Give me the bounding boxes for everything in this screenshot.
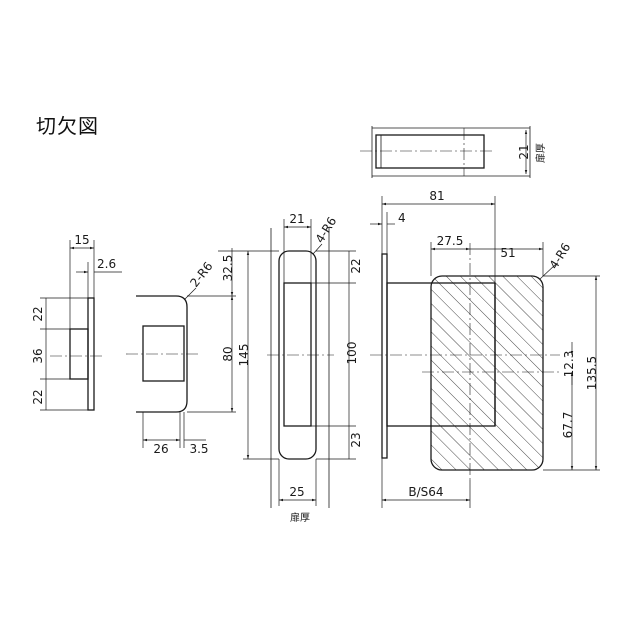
radius-2-r6: 2-R6	[187, 259, 215, 290]
dim-backset: B/S64	[408, 485, 443, 499]
dim-80: 80	[221, 346, 235, 361]
dim-22-lower: 22	[31, 389, 45, 404]
dim-15: 15	[74, 233, 89, 247]
dim-21-top: 21	[517, 144, 531, 159]
view-side-plate: 15 2.6 22 36 22	[31, 233, 122, 411]
dim-26: 26	[153, 442, 168, 456]
door-thickness-label: 扉厚	[290, 511, 310, 524]
dim-2-6: 2.6	[97, 257, 116, 271]
radius-4-r6-b: 4-R6	[547, 240, 574, 271]
dim-32-5: 32.5	[221, 255, 235, 282]
radius-4-r6-a: 4-R6	[313, 214, 340, 245]
dim-67-7: 67.7	[561, 412, 575, 439]
dim-4: 4	[398, 211, 406, 225]
dim-3-5: 3.5	[189, 442, 208, 456]
dim-100: 100	[345, 342, 359, 365]
view-front-plate: 2-R6 32.5 80 26 3.5	[126, 248, 236, 456]
dim-23: 23	[349, 432, 363, 447]
dim-36: 36	[31, 348, 45, 363]
dim-51: 51	[500, 246, 515, 260]
dim-25: 25	[289, 485, 304, 499]
dim-12-3: 12.3	[562, 351, 576, 378]
dim-22-right: 22	[349, 258, 363, 273]
view-lock-body: 81 4 27.5 51 4-R6 135.5 12.3 67.7 B/S64	[370, 189, 600, 508]
top-side-view: 21 扉厚	[360, 126, 547, 178]
dim-27-5: 27.5	[437, 234, 464, 248]
view-cutout-front: 21 4-R6 145 22 100 23 25 扉厚	[218, 212, 363, 524]
dim-135-5: 135.5	[585, 356, 599, 390]
dim-22-upper: 22	[31, 306, 45, 321]
door-thickness-label-top: 扉厚	[534, 143, 547, 163]
dim-21: 21	[289, 212, 304, 226]
dim-81: 81	[429, 189, 444, 203]
dim-145: 145	[237, 344, 251, 367]
page-title: 切欠図	[36, 114, 99, 138]
